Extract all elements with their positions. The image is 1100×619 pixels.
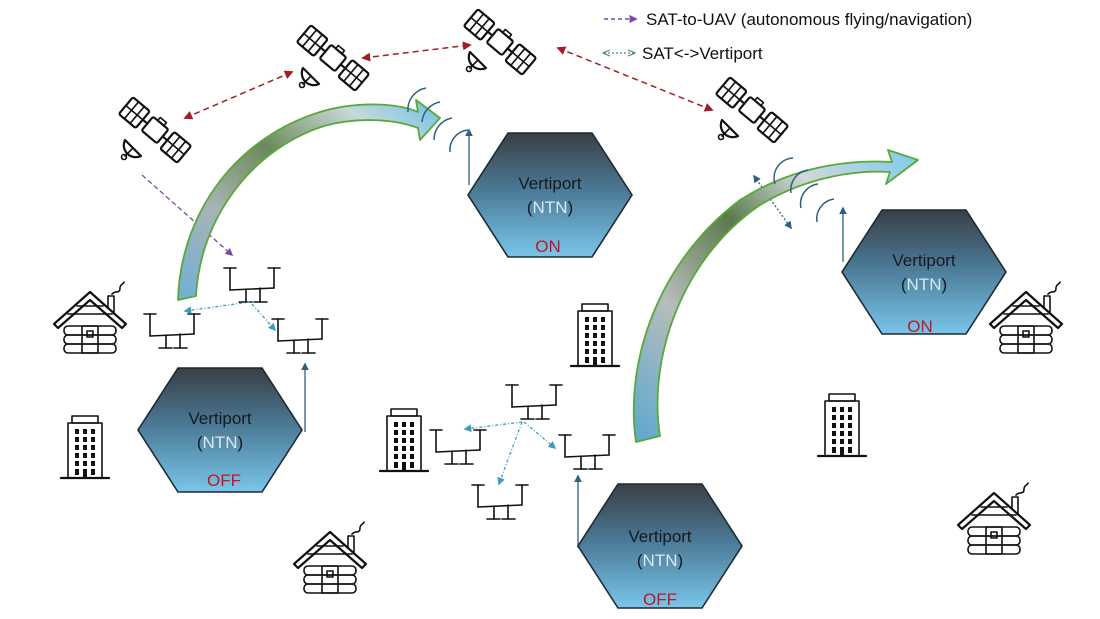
- drone-icon: [143, 313, 201, 349]
- satellite-icon: [295, 22, 372, 92]
- office-building-icon: [59, 414, 111, 480]
- drone-icon: [429, 429, 487, 465]
- inter-satellite-link: [556, 46, 714, 112]
- vertiport-3: Vertiport (NTN) OFF: [577, 483, 743, 609]
- vertiport-network: (NTN): [901, 275, 947, 294]
- vertiport-title: Vertiport: [628, 527, 692, 546]
- log-cabin-icon: [988, 280, 1064, 355]
- vertiport-status: ON: [907, 317, 933, 336]
- satellite-icon: [714, 74, 791, 144]
- legend: SAT-to-UAV (autonomous flying/navigation…: [604, 10, 972, 63]
- office-building-icon: [569, 302, 621, 368]
- vertiport-network: (NTN): [197, 433, 243, 452]
- office-building-icon: [378, 407, 430, 473]
- inter-satellite-link: [361, 41, 472, 62]
- vertiport-title: Vertiport: [188, 409, 252, 428]
- vertiport-network: (NTN): [527, 198, 573, 217]
- sat-vertiport-link: [753, 174, 792, 230]
- office-building-icon: [816, 392, 868, 458]
- vertiport-1: Vertiport (NTN) OFF: [137, 367, 303, 493]
- vertiport-title: Vertiport: [892, 251, 956, 270]
- signal-waves-icon: [773, 157, 835, 223]
- drone-icon: [271, 318, 329, 354]
- log-cabin-icon: [292, 520, 368, 595]
- vertiport-title: Vertiport: [518, 174, 582, 193]
- uav-relay-links: [183, 301, 557, 486]
- legend-label: SAT<->Vertiport: [642, 44, 763, 63]
- satellite-icon: [117, 94, 194, 164]
- legend-label: SAT-to-UAV (autonomous flying/navigation…: [646, 10, 972, 29]
- vertiport-status: OFF: [643, 590, 677, 609]
- vertiport-status: ON: [535, 237, 561, 256]
- drone-icon: [505, 384, 563, 420]
- vertiport-4: Vertiport (NTN) ON: [841, 209, 1007, 336]
- satellite-icon: [462, 6, 539, 76]
- vertiport-handover-arrow: [632, 149, 919, 443]
- vertiport-hexagon: [841, 209, 1007, 335]
- inter-satellite-link: [183, 70, 294, 120]
- legend-item-sat-vertiport: SAT<->Vertiport: [604, 44, 763, 63]
- log-cabin-icon: [52, 280, 128, 355]
- legend-item-sat-to-uav: SAT-to-UAV (autonomous flying/navigation…: [604, 10, 972, 29]
- drone-icon: [558, 434, 616, 470]
- sat-to-uav-link: [141, 174, 234, 257]
- drone-icon: [223, 267, 281, 303]
- vertiport-2: Vertiport (NTN) ON: [467, 132, 633, 258]
- vertiport-status: OFF: [207, 471, 241, 490]
- drone-icon: [471, 484, 529, 520]
- vertiport-handover-arrow: [177, 99, 441, 301]
- log-cabin-icon: [956, 481, 1032, 556]
- vertiport-network: (NTN): [637, 551, 683, 570]
